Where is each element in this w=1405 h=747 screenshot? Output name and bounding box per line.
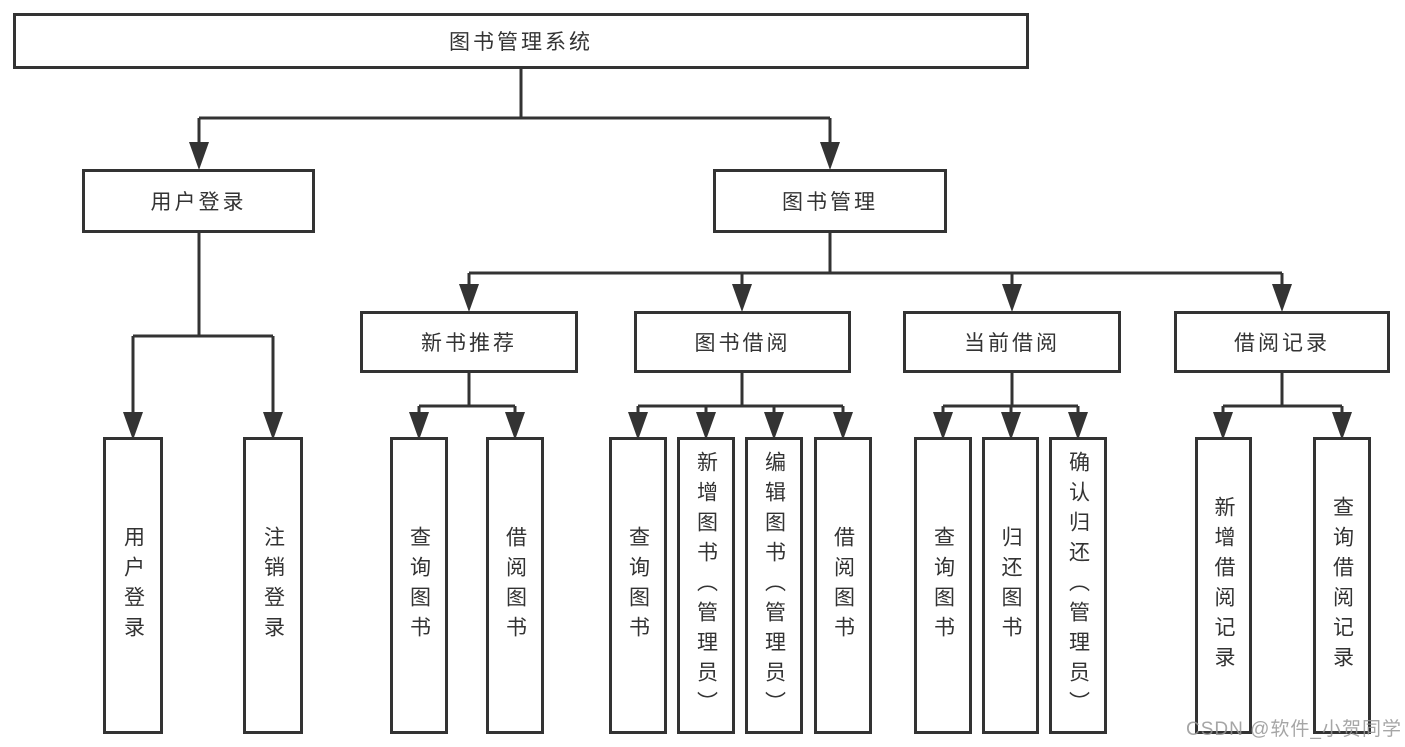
- node-book-borrow: 图书借阅: [634, 311, 851, 373]
- node-root: 图书管理系统: [13, 13, 1029, 69]
- node-book-management: 图书管理: [713, 169, 947, 233]
- leaf-edit-book-admin: 编辑图书（管理员）: [745, 437, 803, 734]
- node-book-management-label: 图书管理: [782, 191, 878, 214]
- leaf-add-book-admin: 新增图书（管理员）: [677, 437, 735, 734]
- leaf-logout: 注销登录: [243, 437, 303, 734]
- node-borrow-records-label: 借阅记录: [1234, 332, 1330, 355]
- leaf-user-login: 用户登录: [103, 437, 163, 734]
- leaf-query-books-3: 查询图书: [914, 437, 972, 734]
- node-root-label: 图书管理系统: [449, 31, 593, 54]
- leaf-borrow-books-2: 借阅图书: [814, 437, 872, 734]
- leaf-borrow-books-1: 借阅图书: [486, 437, 544, 734]
- leaf-query-books-2: 查询图书: [609, 437, 667, 734]
- leaf-add-borrow-record: 新增借阅记录: [1195, 437, 1252, 734]
- arrowheads: [123, 142, 1352, 440]
- node-current-borrow: 当前借阅: [903, 311, 1121, 373]
- leaf-return-books: 归还图书: [982, 437, 1039, 734]
- node-borrow-records: 借阅记录: [1174, 311, 1390, 373]
- node-user-login: 用户登录: [82, 169, 315, 233]
- leaf-query-borrow-record: 查询借阅记录: [1313, 437, 1371, 734]
- node-new-book-recommend: 新书推荐: [360, 311, 578, 373]
- node-current-borrow-label: 当前借阅: [964, 332, 1060, 355]
- leaf-confirm-return-admin: 确认归还（管理员）: [1049, 437, 1107, 734]
- node-user-login-label: 用户登录: [150, 191, 247, 214]
- node-new-book-recommend-label: 新书推荐: [421, 332, 517, 355]
- watermark-text: CSDN @软件_小贺同学: [1186, 719, 1402, 740]
- leaf-query-books-1: 查询图书: [390, 437, 448, 734]
- node-book-borrow-label: 图书借阅: [694, 332, 791, 355]
